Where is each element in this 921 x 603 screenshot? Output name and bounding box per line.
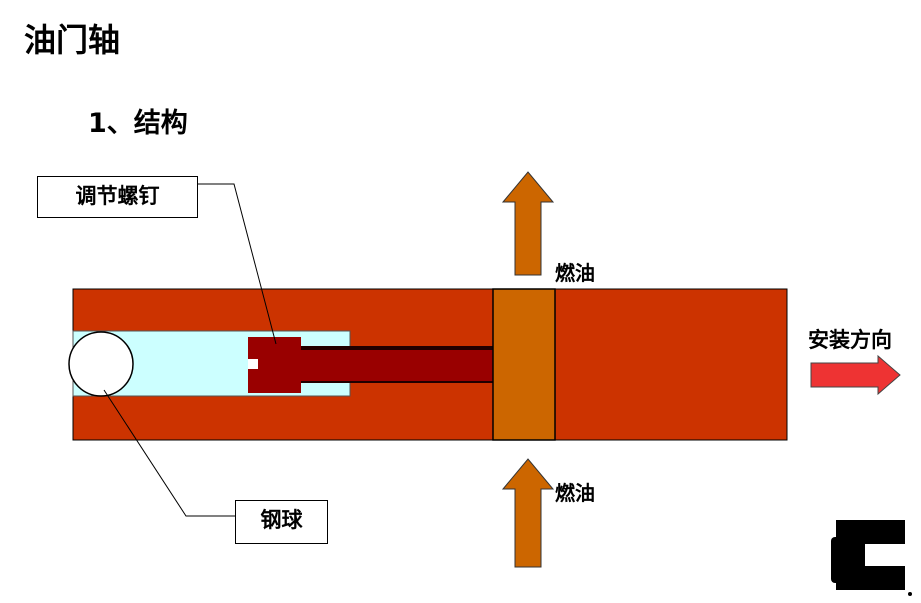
fuel-in-arrow — [501, 458, 555, 568]
section-heading: 1、结构 — [88, 108, 188, 139]
install-direction-arrow — [810, 354, 901, 396]
steel-ball — [68, 331, 134, 397]
fuel-label-bottom: 燃油 — [555, 481, 595, 505]
fuel-port — [492, 288, 556, 441]
fuel-out-arrow — [501, 171, 555, 276]
fuel-label-top: 燃油 — [555, 261, 595, 285]
steel-ball-label: 钢球 — [235, 500, 328, 544]
adjust-screw-leader — [198, 183, 277, 345]
install-direction-label: 安装方向 — [808, 328, 892, 352]
page-title: 油门轴 — [24, 21, 121, 59]
adjust-screw-label: 调节螺钉 — [37, 176, 198, 218]
screw-stem — [300, 350, 520, 381]
steel-ball-leader — [103, 389, 235, 517]
screw-slot — [248, 359, 258, 369]
cummins-logo — [831, 520, 912, 596]
